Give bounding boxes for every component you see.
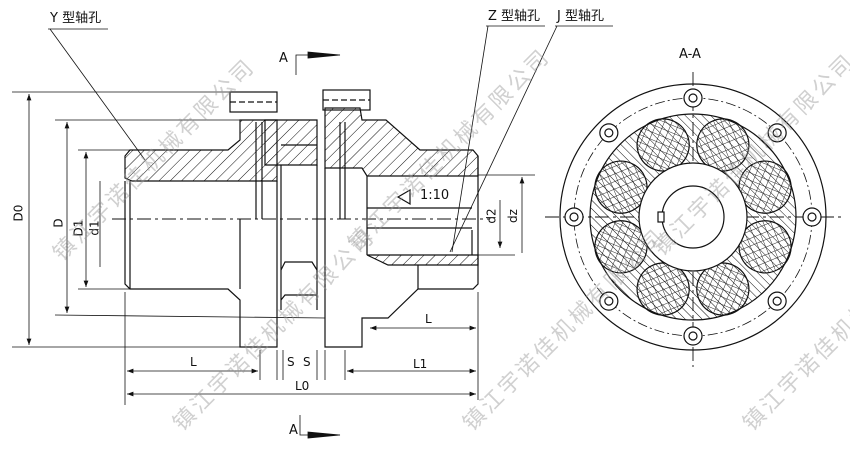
dimension-lines [12, 25, 613, 439]
elastomer-lobes [594, 118, 792, 316]
dim-L-left: L [190, 355, 197, 369]
taper-label: 1:10 [420, 188, 450, 203]
keyway [657, 211, 665, 223]
dim-L1: L1 [413, 357, 428, 371]
right-bore-section [366, 254, 479, 266]
dim-d2: d2 [484, 208, 499, 224]
dim-S1: S [287, 355, 295, 369]
taper-icon [396, 188, 411, 206]
z-bore-label: Z 型轴孔 [488, 9, 541, 24]
middle-ring-section [264, 119, 318, 166]
bolt-holes [564, 88, 822, 346]
dim-D0: D0 [11, 204, 26, 222]
left-hub [124, 181, 278, 348]
dim-D: D [51, 218, 66, 228]
section-mark-bottom: A [289, 423, 298, 438]
dim-D1: D1 [71, 219, 86, 237]
dim-d1: d1 [87, 220, 102, 236]
left-hub-section [124, 119, 278, 182]
outer-flange [559, 83, 827, 351]
j-bore-label: J 型轴孔 [557, 9, 604, 24]
side-view [112, 89, 490, 348]
dim-dz: dz [505, 209, 520, 223]
dim-L0: L0 [295, 379, 310, 393]
dim-L-right: L [425, 312, 432, 326]
section-mark-top: A [279, 51, 288, 66]
y-bore-label: Y 型轴孔 [50, 11, 102, 26]
right-flange-section [324, 107, 479, 177]
section-view-title: A-A [679, 47, 701, 62]
dim-S2: S [303, 355, 311, 369]
right-flange [324, 156, 479, 348]
hub-bore [638, 162, 748, 272]
section-view-aa [545, 72, 841, 367]
